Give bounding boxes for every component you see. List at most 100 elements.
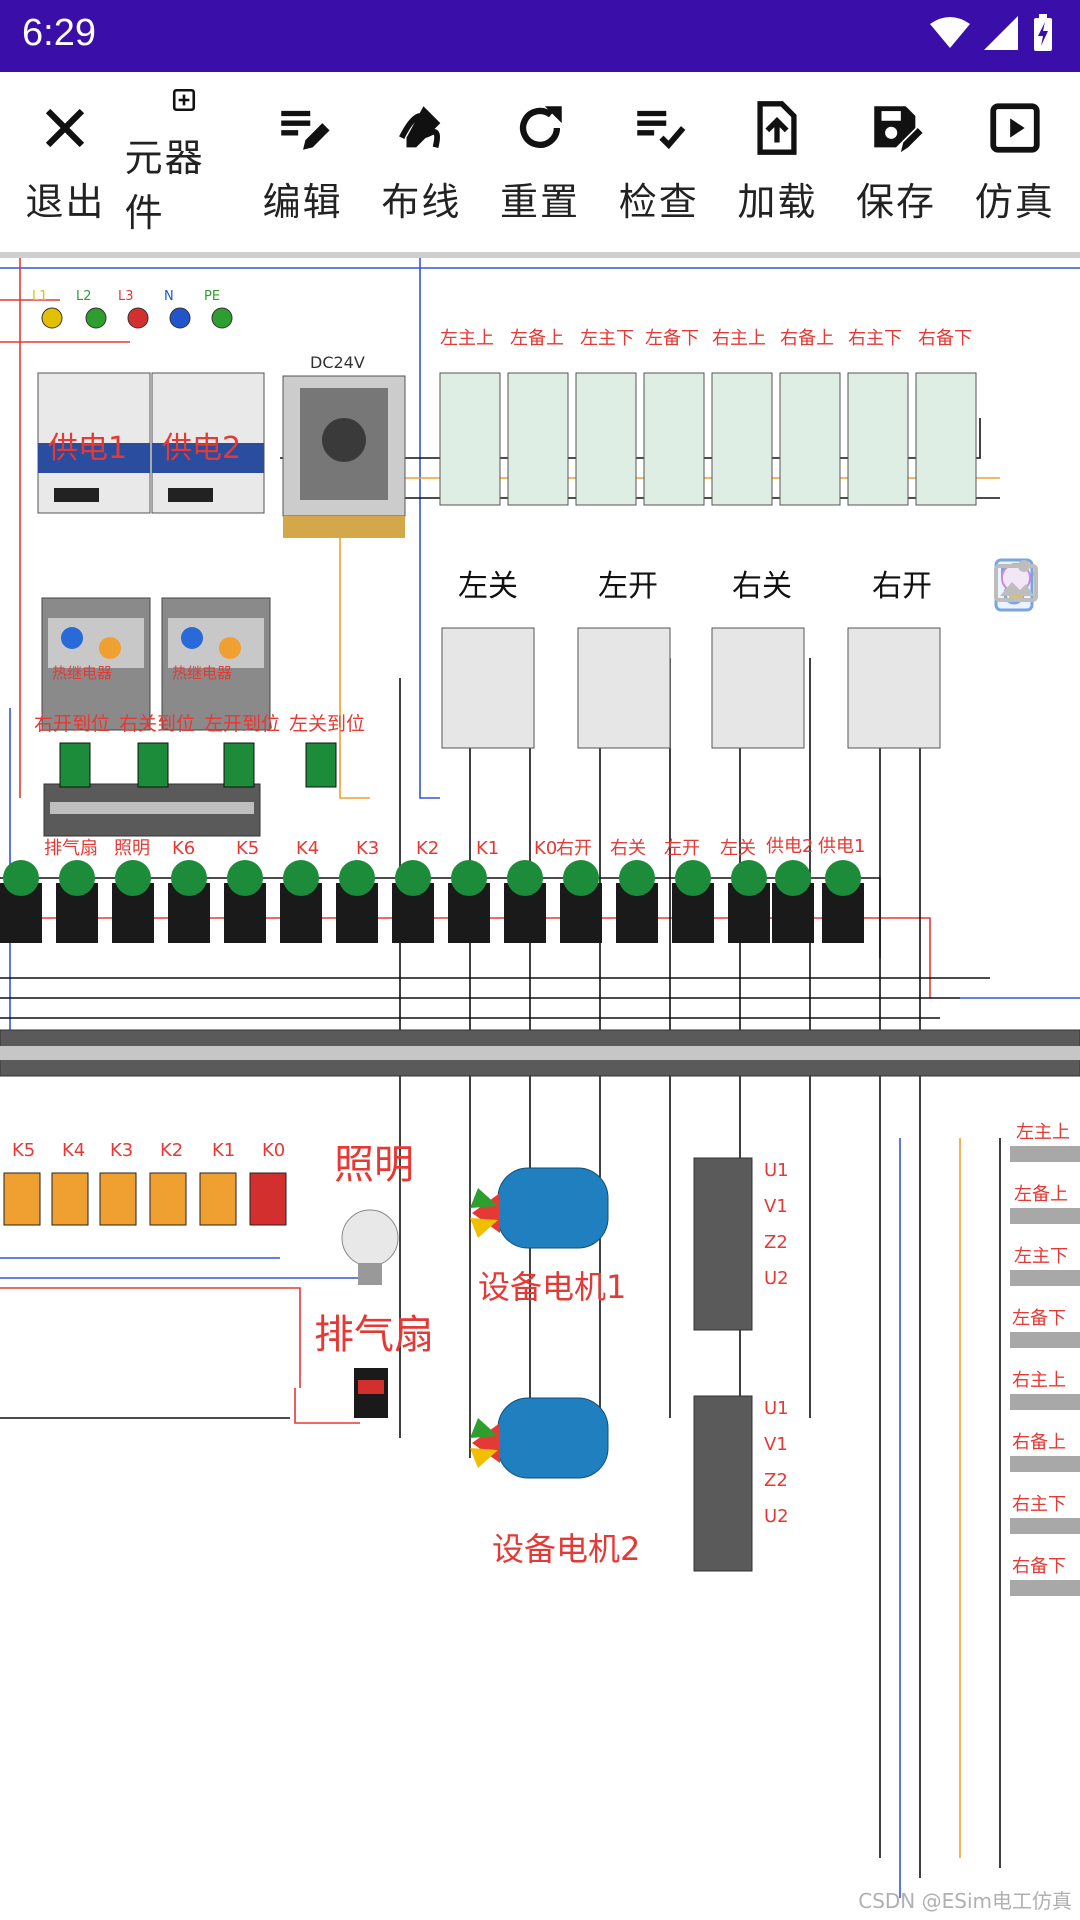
status-time: 6:29 [22, 12, 96, 54]
zoom-in-icon[interactable] [994, 560, 1050, 672]
svg-text:DC24V: DC24V [310, 353, 365, 372]
simulate-label: 仿真 [974, 179, 1055, 224]
motor-1-terminals[interactable]: U1 V1 Z2 U2 [693, 1157, 789, 1331]
svg-text:右主上: 右主上 [1012, 1370, 1066, 1391]
svg-text:K5: K5 [12, 1140, 35, 1161]
svg-text:左开到位: 左开到位 [204, 713, 280, 735]
svg-text:右备下: 右备下 [1012, 1556, 1066, 1577]
watermark: CSDN @ESim电工仿真 [858, 1889, 1072, 1913]
circuit-diagram: L1 L2 L3 N PE 供电1 供电2 DC24V [0, 258, 1080, 1898]
top-terminals: L1 L2 L3 N PE [32, 289, 233, 329]
svg-text:供电2: 供电2 [766, 836, 813, 857]
add-box-icon [172, 88, 196, 112]
motor-2-terminals[interactable]: U1 V1 Z2 U2 [693, 1395, 789, 1572]
simulate-button[interactable]: 仿真 [955, 87, 1074, 237]
edit-label: 编辑 [262, 179, 343, 224]
load-label: 加载 [737, 179, 818, 224]
svg-text:排气扇: 排气扇 [44, 838, 98, 859]
svg-text:K1: K1 [476, 838, 499, 859]
svg-text:U1: U1 [764, 1160, 789, 1181]
svg-text:左关: 左关 [458, 569, 518, 604]
toolbar-divider [0, 252, 1080, 258]
svg-text:U1: U1 [764, 1398, 789, 1419]
upload-file-icon [757, 100, 797, 155]
svg-text:V1: V1 [764, 1434, 788, 1455]
check-button[interactable]: 检查 [599, 87, 718, 237]
svg-text:K3: K3 [110, 1140, 133, 1161]
svg-text:L2: L2 [76, 289, 92, 304]
redo-icon[interactable] [994, 564, 1050, 858]
play-box-icon [990, 102, 1040, 153]
svg-text:K6: K6 [172, 838, 195, 859]
svg-text:左主下: 左主下 [580, 328, 634, 349]
exit-button[interactable]: 退出 [6, 87, 125, 237]
tip-bulb-icon[interactable] [994, 563, 1050, 982]
signal-icon [984, 16, 1018, 50]
wifi-icon [930, 17, 970, 48]
svg-text:右主下: 右主下 [848, 328, 902, 349]
svg-text:K2: K2 [160, 1140, 183, 1161]
thermal-relay-1[interactable]: 热继电器 [41, 597, 151, 731]
refresh-icon [519, 105, 562, 148]
light-bulb[interactable] [341, 1209, 399, 1285]
indicator-labels: 右开到位 右关到位 左开到位 左关到位 [34, 713, 365, 735]
undo-icon[interactable] [994, 564, 1050, 796]
motor-contactors[interactable]: 左关 左开 右关 右开 [441, 569, 941, 749]
svg-text:N: N [164, 289, 174, 304]
svg-text:U2: U2 [764, 1506, 789, 1527]
multimeter-icon[interactable] [994, 558, 1050, 920]
svg-text:左主上: 左主上 [440, 328, 494, 349]
svg-text:K0: K0 [534, 838, 557, 859]
svg-text:Z2: Z2 [764, 1470, 788, 1491]
svg-text:右关: 右关 [610, 838, 646, 859]
wiring-button[interactable]: 布线 [362, 87, 481, 237]
save-as-icon [874, 105, 923, 152]
fan-label: 排气扇 [314, 1312, 434, 1358]
contactor-supply-2[interactable]: 供电2 [151, 372, 265, 514]
svg-text:左开: 左开 [664, 838, 700, 859]
thermal-relay-2[interactable]: 热继电器 [161, 597, 271, 731]
checklist-icon [636, 110, 686, 149]
svg-text:PE: PE [204, 289, 220, 304]
wiring-label: 布线 [381, 179, 462, 224]
svg-text:右备上: 右备上 [1012, 1432, 1066, 1453]
svg-text:左主下: 左主下 [1014, 1246, 1068, 1267]
dc24v-power-supply[interactable]: DC24V [282, 353, 406, 538]
save-button[interactable]: 保存 [837, 87, 956, 237]
svg-text:右关: 右关 [732, 569, 792, 604]
image-export-icon[interactable] [994, 560, 1050, 1044]
exhaust-fan[interactable] [354, 1368, 388, 1418]
svg-text:左主上: 左主上 [1016, 1122, 1070, 1143]
svg-text:V1: V1 [764, 1196, 788, 1217]
svg-text:L3: L3 [118, 289, 134, 304]
sensor-labels: 左主上 左备上 左主下 左备下 右主上 右备上 右主下 右备下 [1012, 1122, 1070, 1577]
svg-text:K2: K2 [416, 838, 439, 859]
svg-text:左开: 左开 [598, 569, 658, 604]
motor-2[interactable] [470, 1397, 609, 1479]
edit-button[interactable]: 编辑 [243, 87, 362, 237]
svg-text:左备下: 左备下 [645, 328, 699, 349]
svg-text:右开: 右开 [872, 569, 932, 604]
contactor-supply-1[interactable]: 供电1 [37, 372, 151, 514]
proximity-sensors[interactable] [1010, 1146, 1080, 1596]
intermediate-relays[interactable] [439, 372, 977, 506]
reset-button[interactable]: 重置 [481, 87, 600, 237]
push-buttons[interactable] [0, 860, 864, 943]
components-label: 元器件 [124, 136, 205, 235]
circuit-canvas[interactable]: L1 L2 L3 N PE 供电1 供电2 DC24V [0, 258, 1080, 1920]
indicator-lamps[interactable] [59, 742, 337, 788]
lamps[interactable] [3, 1172, 287, 1226]
load-button[interactable]: 加载 [718, 87, 837, 237]
svg-text:K4: K4 [62, 1140, 85, 1161]
svg-text:K1: K1 [212, 1140, 235, 1161]
svg-text:热继电器: 热继电器 [172, 664, 232, 682]
exit-label: 退出 [25, 179, 106, 224]
svg-text:K0: K0 [262, 1140, 285, 1161]
components-button[interactable]: 元器件 [125, 87, 244, 237]
svg-text:K5: K5 [236, 838, 259, 859]
svg-text:右备下: 右备下 [918, 328, 972, 349]
draw-icon [399, 105, 441, 148]
motor-1[interactable] [470, 1167, 609, 1249]
svg-text:照明: 照明 [114, 838, 150, 859]
zoom-out-icon[interactable] [994, 560, 1050, 734]
